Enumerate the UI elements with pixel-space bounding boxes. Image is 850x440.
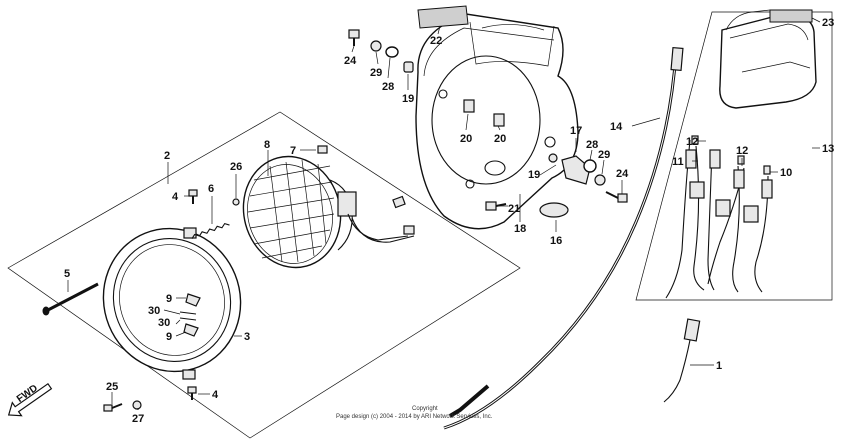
grommet-16: [539, 202, 569, 218]
callout-2: 2: [164, 150, 170, 162]
callout-27: 27: [132, 413, 144, 425]
callout-7: 7: [290, 145, 296, 157]
callout-12-right: 12: [736, 145, 748, 157]
washer-28-lower: [583, 159, 597, 173]
callout-4-lower: 4: [212, 389, 219, 401]
sealed-beam-unit: [242, 155, 415, 269]
callout-8: 8: [264, 139, 270, 151]
case-bolt: [485, 201, 507, 211]
screw-25: [103, 403, 123, 412]
callout-14: 14: [610, 121, 623, 133]
adjusting-spring: [191, 222, 230, 240]
callout-5: 5: [64, 268, 70, 280]
callout-28-upper: 28: [382, 81, 394, 93]
callout-3: 3: [244, 331, 250, 343]
callout-29-upper: 29: [370, 67, 382, 79]
copyright-notice: Page design (c) 2004 - 2014 by ARI Netwo…: [336, 414, 493, 420]
speedometer-cable: [443, 46, 684, 430]
callout-24-upper: 24: [344, 55, 357, 67]
decal-23: [769, 9, 813, 23]
washer-28-upper: [385, 46, 399, 58]
callout-1: 1: [716, 360, 722, 372]
callout-19-lower: 19: [528, 169, 540, 181]
decal-22: [417, 5, 469, 29]
callout-16: 16: [550, 235, 562, 247]
speedometer: [719, 9, 817, 109]
callout-20-left: 20: [460, 133, 472, 145]
copyright-line: Copyright: [412, 406, 438, 412]
callout-9-lower: 9: [166, 331, 172, 343]
callout-12-left: 12: [686, 136, 698, 148]
callout-19-upper: 19: [402, 93, 414, 105]
callout-20-right: 20: [494, 133, 506, 145]
callout-24-lower: 24: [616, 168, 629, 180]
washer-29-lower: [594, 174, 606, 186]
callout-21: 21: [508, 203, 520, 215]
washer-29-upper: [370, 40, 382, 52]
callout-4-upper: 4: [172, 191, 179, 203]
mount-rubber-17: [561, 155, 591, 185]
callout-28-lower: 28: [586, 139, 598, 151]
mount-screw-lower: [187, 386, 197, 400]
callout-30-lower: 30: [158, 317, 170, 329]
bolt-24-upper: [348, 29, 360, 46]
callout-18: 18: [514, 223, 526, 235]
callout-23: 23: [822, 17, 834, 29]
bulb-harness: [665, 135, 773, 299]
callout-13: 13: [822, 143, 834, 155]
leader-lines: [67, 17, 821, 410]
long-screw: [42, 282, 99, 316]
callout-9-upper: 9: [166, 293, 172, 305]
callout-25: 25: [106, 381, 118, 393]
headlight-rim: [102, 227, 242, 380]
collar-19-lower: [548, 153, 558, 163]
callout-6: 6: [208, 183, 214, 195]
headlight-group-panel: [7, 111, 521, 439]
washer-27: [132, 400, 142, 410]
fwd-arrow-icon: FWD: [7, 383, 53, 417]
collar-19-upper: [403, 61, 414, 73]
bushing: [232, 198, 240, 206]
bolt-24-lower: [605, 191, 628, 203]
callout-11: 11: [672, 156, 684, 168]
callout-17: 17: [570, 125, 582, 137]
mount-screw-upper: [188, 189, 198, 204]
pilot-bulb: [663, 318, 701, 403]
callout-22: 22: [430, 35, 442, 47]
callout-10: 10: [780, 167, 792, 179]
callout-29-lower: 29: [598, 149, 610, 161]
clip: [317, 145, 328, 154]
callout-26: 26: [230, 161, 242, 173]
callout-30-upper: 30: [148, 305, 160, 317]
